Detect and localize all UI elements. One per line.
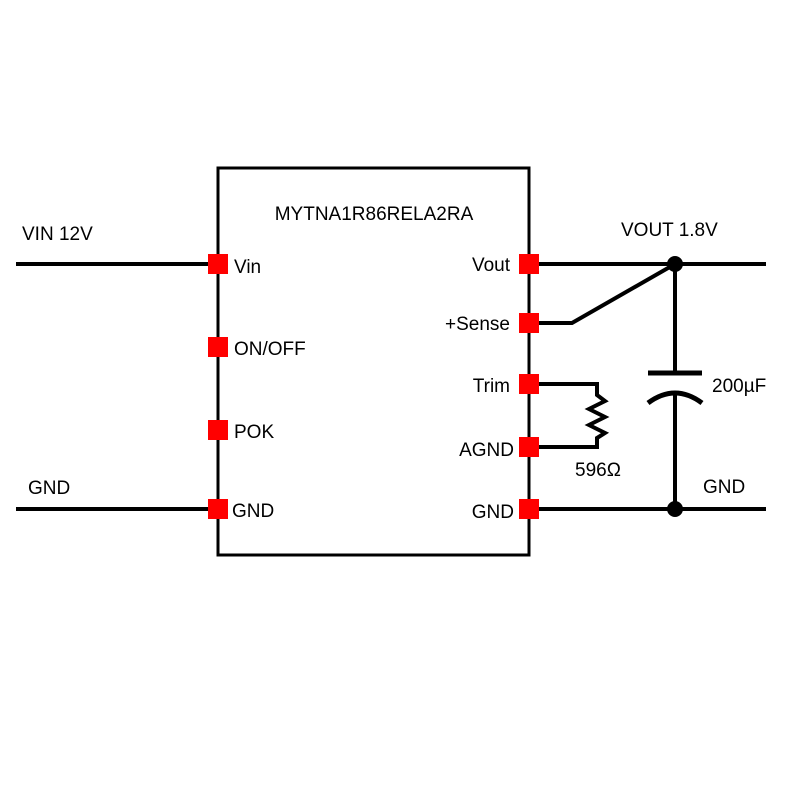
pin-label-trim: Trim bbox=[473, 376, 510, 397]
capacitor-plate-curved bbox=[646, 390, 704, 406]
pin-label-on-off: ON/OFF bbox=[234, 339, 306, 360]
net-label-gnd-right: GND bbox=[703, 477, 745, 498]
resistor bbox=[529, 382, 610, 449]
pin-label-vout: Vout bbox=[472, 255, 511, 276]
junction-dot-vout bbox=[667, 256, 683, 272]
pin-label-gnd-left: GND bbox=[232, 501, 274, 522]
net-label-vin: VIN 12V bbox=[22, 224, 93, 245]
pin-pad-vout bbox=[519, 254, 539, 274]
pin-pad-agnd bbox=[519, 437, 539, 457]
resistor-value: 596Ω bbox=[575, 460, 621, 481]
pin-pad-sense bbox=[519, 313, 539, 333]
pin-pad-vin bbox=[208, 254, 228, 274]
sense-wire bbox=[529, 262, 676, 325]
capacitor-value: 200µF bbox=[712, 376, 766, 397]
pin-label-gnd-right: GND bbox=[472, 502, 514, 523]
pin-label-pok: POK bbox=[234, 422, 274, 443]
ic-part-number: MYTNA1R86RELA2RA bbox=[275, 204, 474, 225]
ic-body bbox=[216, 166, 531, 557]
pin-pad-trim bbox=[519, 374, 539, 394]
pin-label-vin: Vin bbox=[234, 257, 261, 278]
pin-pad-gnd-left bbox=[208, 499, 228, 519]
pin-label-agnd: AGND bbox=[459, 440, 514, 461]
net-label-vout: VOUT 1.8V bbox=[621, 220, 718, 241]
net-label-gnd-left: GND bbox=[28, 478, 70, 499]
junction-dot-gnd bbox=[667, 501, 683, 517]
pin-label-sense: +Sense bbox=[445, 314, 510, 335]
pin-pad-pok bbox=[208, 420, 228, 440]
pin-pad-gnd-right bbox=[519, 499, 539, 519]
pin-pad-on-off bbox=[208, 337, 228, 357]
